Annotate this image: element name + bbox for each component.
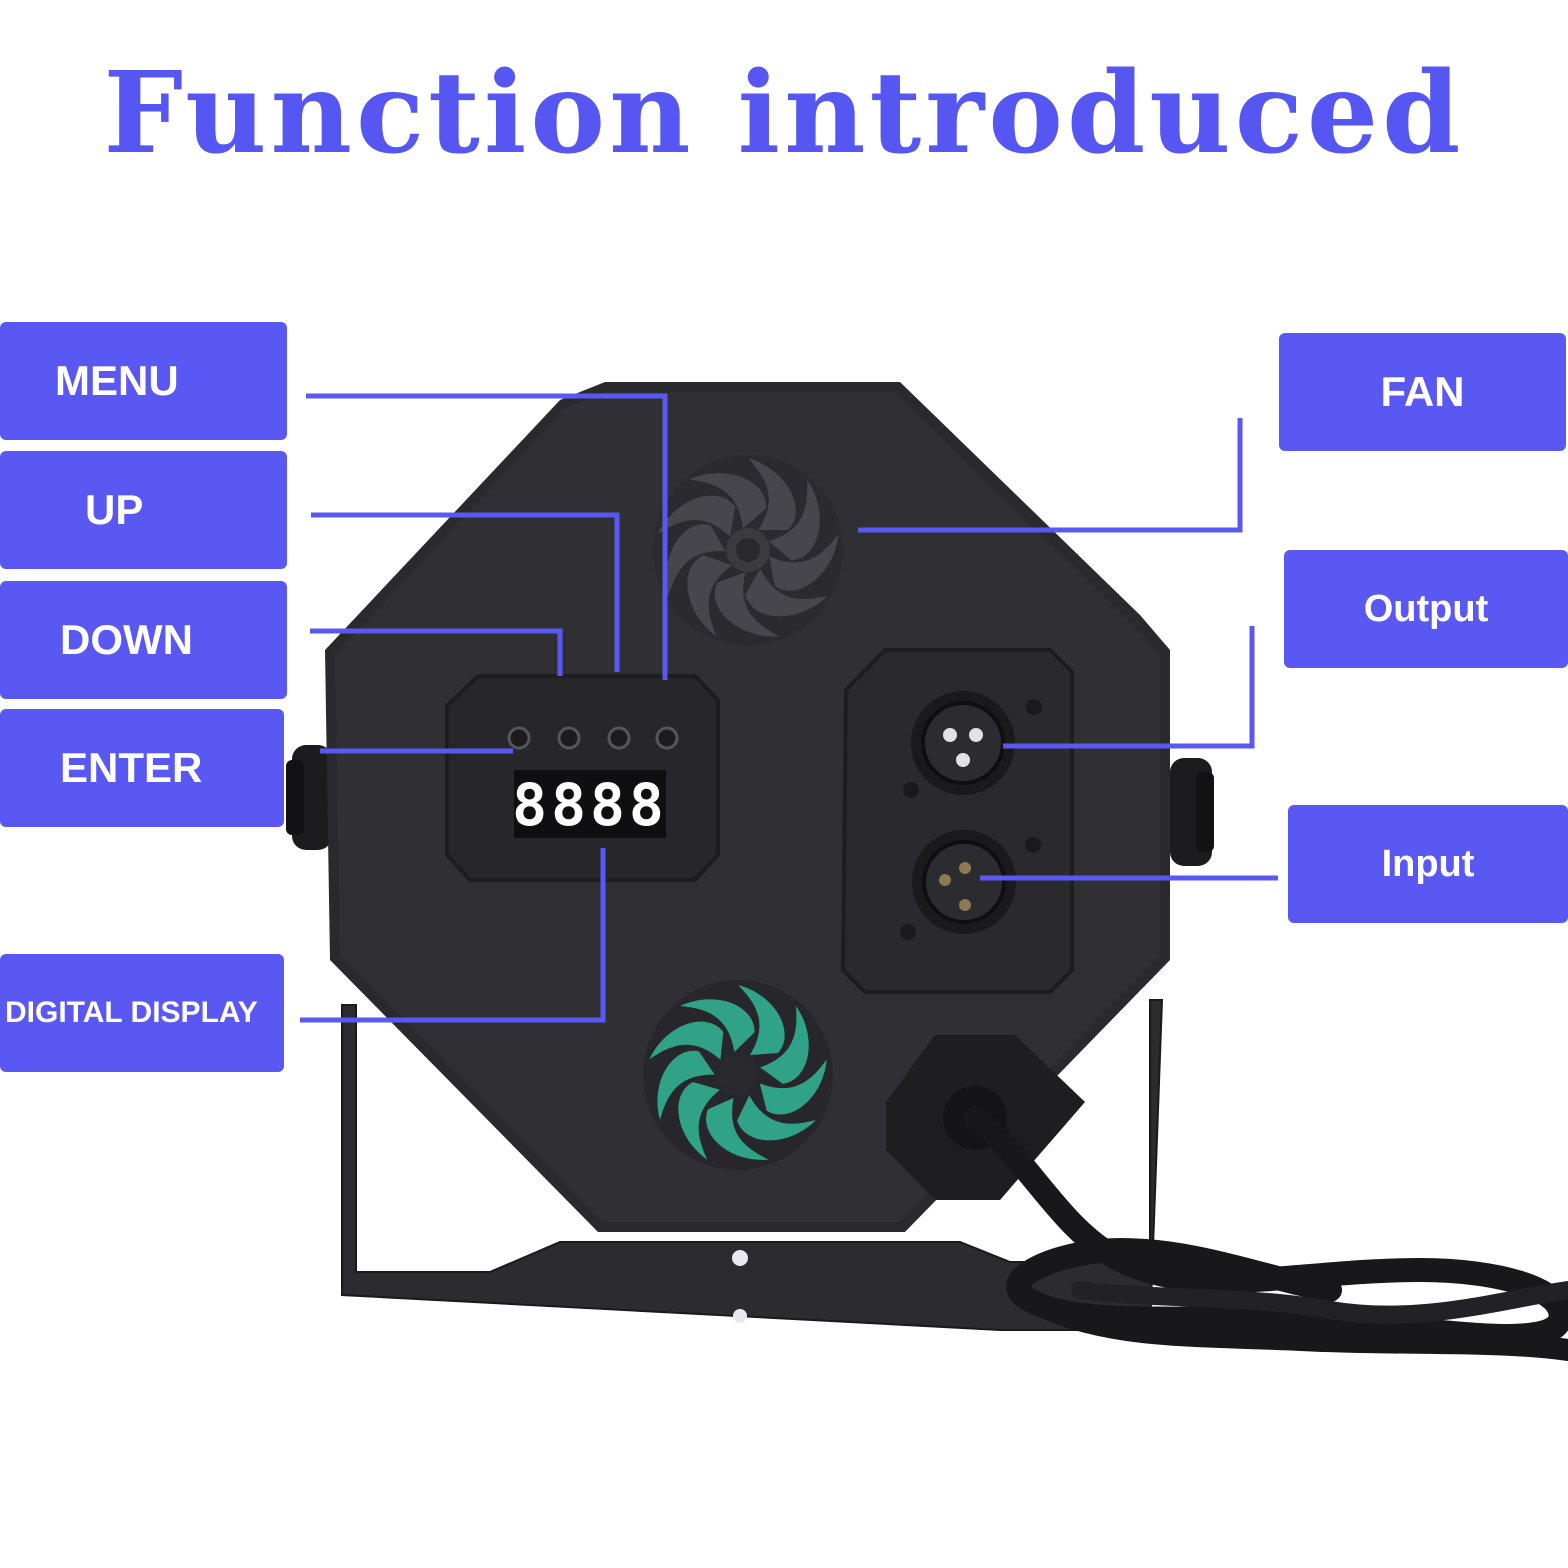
output-leader-line [1003, 626, 1255, 749]
page-title: Function introduced [103, 48, 1465, 179]
input-callout-label: Input [1381, 842, 1475, 885]
up-callout-label: UP [85, 486, 144, 533]
output-callout-label: Output [1363, 587, 1489, 630]
right-knob [1170, 758, 1214, 866]
menu-callout: MENU [0, 322, 287, 440]
control-panel: 8888 [445, 674, 720, 882]
output-callout: Output [1284, 550, 1568, 668]
menu-leader-line [306, 393, 668, 680]
leader-lines [300, 393, 1278, 1023]
input-connector [900, 830, 1041, 940]
digital-display-callout: DIGITAL DISPLAY [0, 954, 284, 1072]
digital-display-leader-line [300, 848, 606, 1023]
down-leader-line [310, 628, 563, 676]
enter-callout: ENTER [0, 709, 284, 827]
digital-display-readout: 8888 [512, 771, 668, 839]
down-callout: DOWN [0, 581, 287, 699]
input-callout: Input [1288, 805, 1568, 923]
left-knob [286, 745, 332, 850]
bottom-fan [643, 980, 833, 1170]
top-fan [653, 455, 843, 645]
output-connector [903, 691, 1042, 798]
fan-callout-label: FAN [1380, 368, 1465, 415]
down-callout-label: DOWN [60, 616, 193, 663]
dmx-panel [840, 648, 1074, 994]
up-leader-line [311, 512, 620, 672]
menu-callout-label: MENU [55, 357, 179, 404]
enter-callout-label: ENTER [60, 744, 203, 791]
fan-callout: FAN [1279, 333, 1566, 451]
up-callout: UP [0, 451, 287, 569]
fan-leader-line [858, 418, 1243, 533]
digital-display-callout-label: DIGITAL DISPLAY [5, 996, 258, 1029]
